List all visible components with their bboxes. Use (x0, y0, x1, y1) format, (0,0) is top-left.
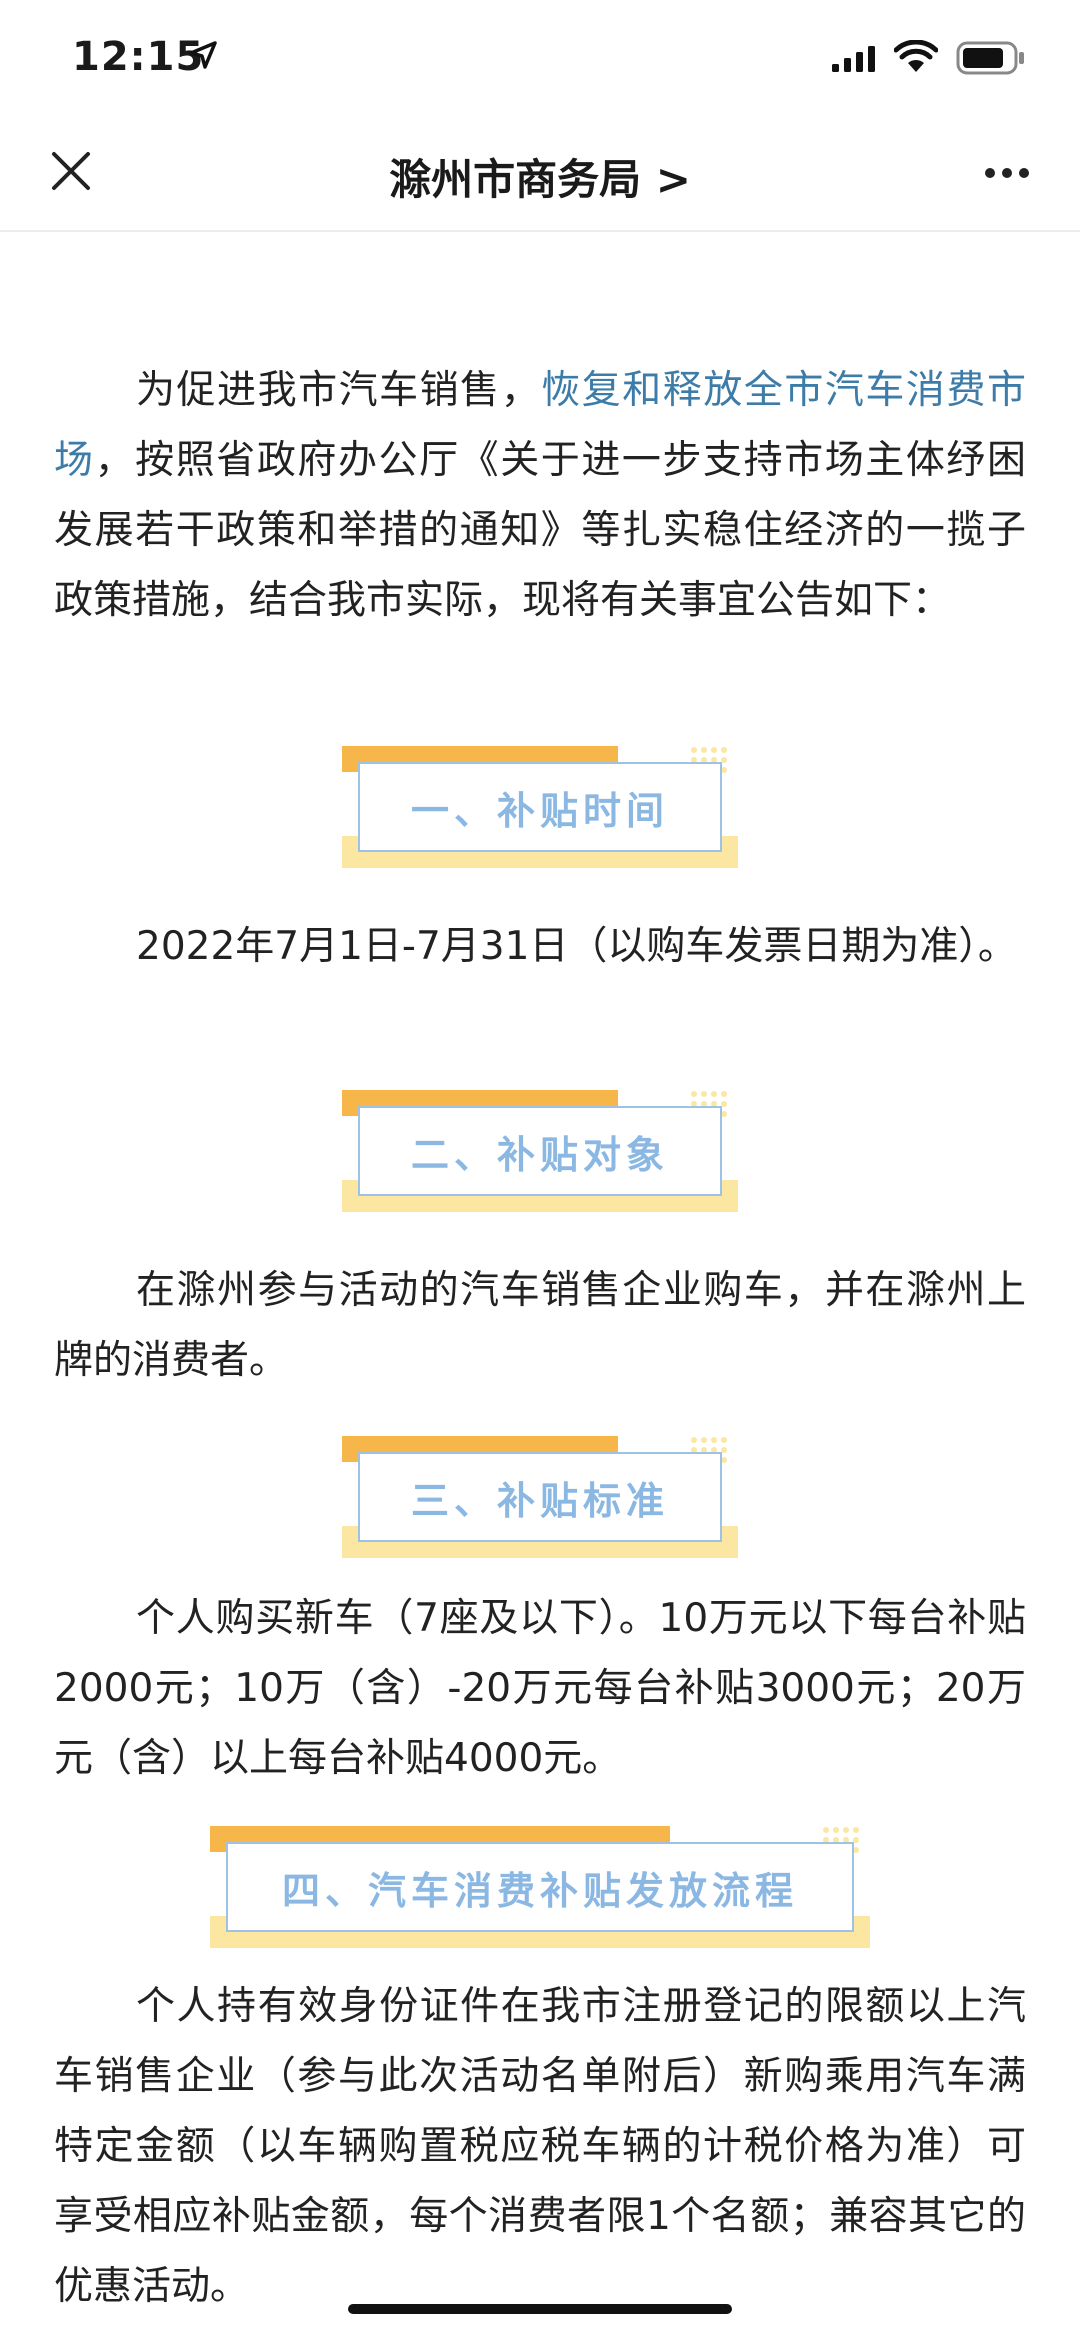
cellular-signal-icon (832, 46, 875, 72)
section-body-3: 个人购买新车（7座及以下）。10万元以下每台补贴2000元；10万（含）-20万… (54, 1596, 1026, 1781)
status-time: 12:15 (72, 34, 205, 80)
wifi-icon (894, 40, 938, 72)
section-heading-label: 四、汽车消费补贴发放流程 (226, 1842, 854, 1932)
section-heading-label: 三、补贴标准 (358, 1452, 722, 1542)
section-body-2: 在滁州参与活动的汽车销售企业购车，并在滁州上牌的消费者。 (54, 1268, 1026, 1383)
battery-icon (956, 41, 1024, 75)
close-icon[interactable] (48, 148, 94, 194)
account-title-link[interactable]: 滁州市商务局 > (389, 155, 691, 204)
section-heading-1: 一、补贴时间 (342, 746, 738, 868)
status-bar: 12:15 (0, 0, 1080, 118)
section-heading-label: 二、补贴对象 (358, 1106, 722, 1196)
section-heading-2: 二、补贴对象 (342, 1090, 738, 1212)
section-heading-label: 一、补贴时间 (358, 762, 722, 852)
intro-highlight-link[interactable]: 恢复和释放全市汽车消费市场 (54, 368, 1026, 483)
section-heading-4: 四、汽车消费补贴发放流程 (210, 1826, 870, 1948)
section-heading-3: 三、补贴标准 (342, 1436, 738, 1558)
nav-bar: 滁州市商务局 > (0, 118, 1080, 232)
intro-text-before: 为促进我市汽车销售， (136, 368, 542, 413)
home-indicator[interactable] (348, 2304, 732, 2314)
intro-text-after: ，按照省政府办公厅《关于进一步支持市场主体纾困发展若干政策和举措的通知》等扎实稳… (54, 438, 1026, 623)
section-body-1: 2022年7月1日-7月31日（以购车发票日期为准）。 (136, 924, 1017, 969)
more-icon[interactable] (984, 166, 1030, 180)
section-body-4: 个人持有效身份证件在我市注册登记的限额以上汽车销售企业（参与此次活动名单附后）新… (54, 1984, 1026, 2309)
location-arrow-icon (189, 41, 217, 69)
intro-paragraph: 为促进我市汽车销售，恢复和释放全市汽车消费市场，按照省政府办公厅《关于进一步支持… (54, 356, 1026, 636)
